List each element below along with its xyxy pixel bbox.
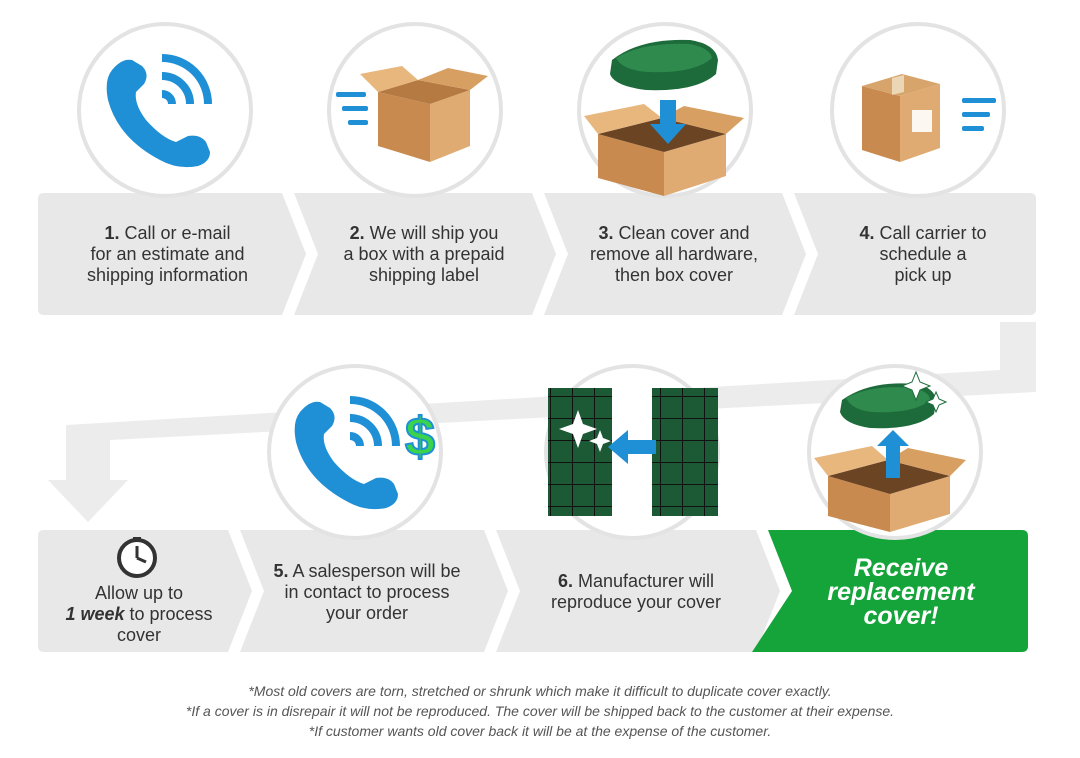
final-step-chevron [752, 530, 1028, 652]
step-3-chevron [544, 193, 806, 315]
step-4-line-3: pick up [894, 264, 952, 285]
step-1-chevron [38, 193, 306, 315]
step-5-text: 5. A salesperson will be in contact to p… [262, 560, 472, 624]
step-1-line-3: shipping information [86, 264, 249, 285]
step-2-line-3: shipping label [368, 264, 480, 285]
step-6-line-1: Manufacturer will [577, 571, 715, 591]
step-5-line-1: A salesperson will be [292, 560, 461, 581]
step-5-number: 5. [273, 560, 289, 581]
bottom-row-band [38, 530, 1028, 652]
footnote-3: *If customer wants old cover back it wil… [308, 723, 772, 739]
footnotes: *Most old covers are torn, stretched or … [0, 681, 1080, 741]
step-1-circle [77, 22, 253, 198]
final-step-line-2: replacement [827, 578, 975, 606]
footnote-1: *Most old covers are torn, stretched or … [248, 683, 832, 699]
step-2-text: 2. We will ship you a box with a prepaid… [318, 222, 530, 286]
step-5-line-3: your order [325, 602, 409, 623]
top-row-band [38, 193, 1036, 315]
cover-out-of-box-icon [814, 370, 966, 532]
phone-dollar-icon: $ [294, 396, 436, 510]
final-step-text: Receive replacement cover! [792, 554, 1010, 630]
step-2-line-2: a box with a prepaid [343, 243, 505, 264]
wait-step-line-2: to process [129, 603, 213, 624]
step-4-line-1: Call carrier to [879, 222, 987, 243]
step-1-line-2: for an estimate and [90, 243, 245, 264]
step-3-line-3: then box cover [614, 264, 734, 285]
svg-text:$: $ [405, 407, 435, 467]
shipping-box-icon [336, 66, 488, 162]
step-1-line-1: Call or e-mail [124, 222, 231, 243]
wait-step-line-3: cover [116, 624, 161, 645]
step-1-number: 1. [104, 222, 120, 243]
step-6-text: 6. Manufacturer will reproduce your cove… [520, 568, 752, 616]
wait-step-duration: 1 week [65, 603, 125, 624]
step-1-text: 1. Call or e-mail for an estimate and sh… [60, 222, 275, 286]
step-6-number: 6. [557, 571, 573, 591]
sealed-box-icon [862, 74, 996, 162]
flow-connector-arrow [48, 322, 1036, 522]
step-4-number: 4. [859, 222, 875, 243]
step-3-line-1: Clean cover and [618, 222, 750, 243]
footnote-2: *If a cover is in disrepair it will not … [185, 703, 895, 719]
wait-step-text: Allow up to 1 week to process cover [44, 582, 234, 646]
step-3-number: 3. [598, 222, 614, 243]
step-5-chevron [240, 530, 508, 652]
step-6-line-2: reproduce your cover [550, 592, 722, 612]
step-5-line-2: in contact to process [284, 581, 450, 602]
step-4-text: 4. Call carrier to schedule a pick up [818, 222, 1028, 286]
step-4-chevron [794, 193, 1036, 315]
cover-into-box-icon [584, 39, 744, 196]
clock-icon [117, 537, 157, 578]
final-step-line-3: cover! [863, 602, 939, 630]
step-2-chevron [294, 193, 556, 315]
step-2-number: 2. [349, 222, 365, 243]
reproduce-cover-icon [548, 388, 718, 516]
wait-step-chevron [38, 530, 252, 652]
phone-icon [106, 54, 212, 168]
step-3-line-2: remove all hardware, [589, 243, 759, 264]
final-step-line-1: Receive [853, 554, 949, 582]
step-3-text: 3. Clean cover and remove all hardware, … [568, 222, 780, 286]
step-6-chevron [496, 530, 780, 652]
wait-step-line-1: Allow up to [94, 582, 184, 603]
step-4-line-2: schedule a [879, 243, 967, 264]
step-2-line-1: We will ship you [369, 222, 499, 243]
